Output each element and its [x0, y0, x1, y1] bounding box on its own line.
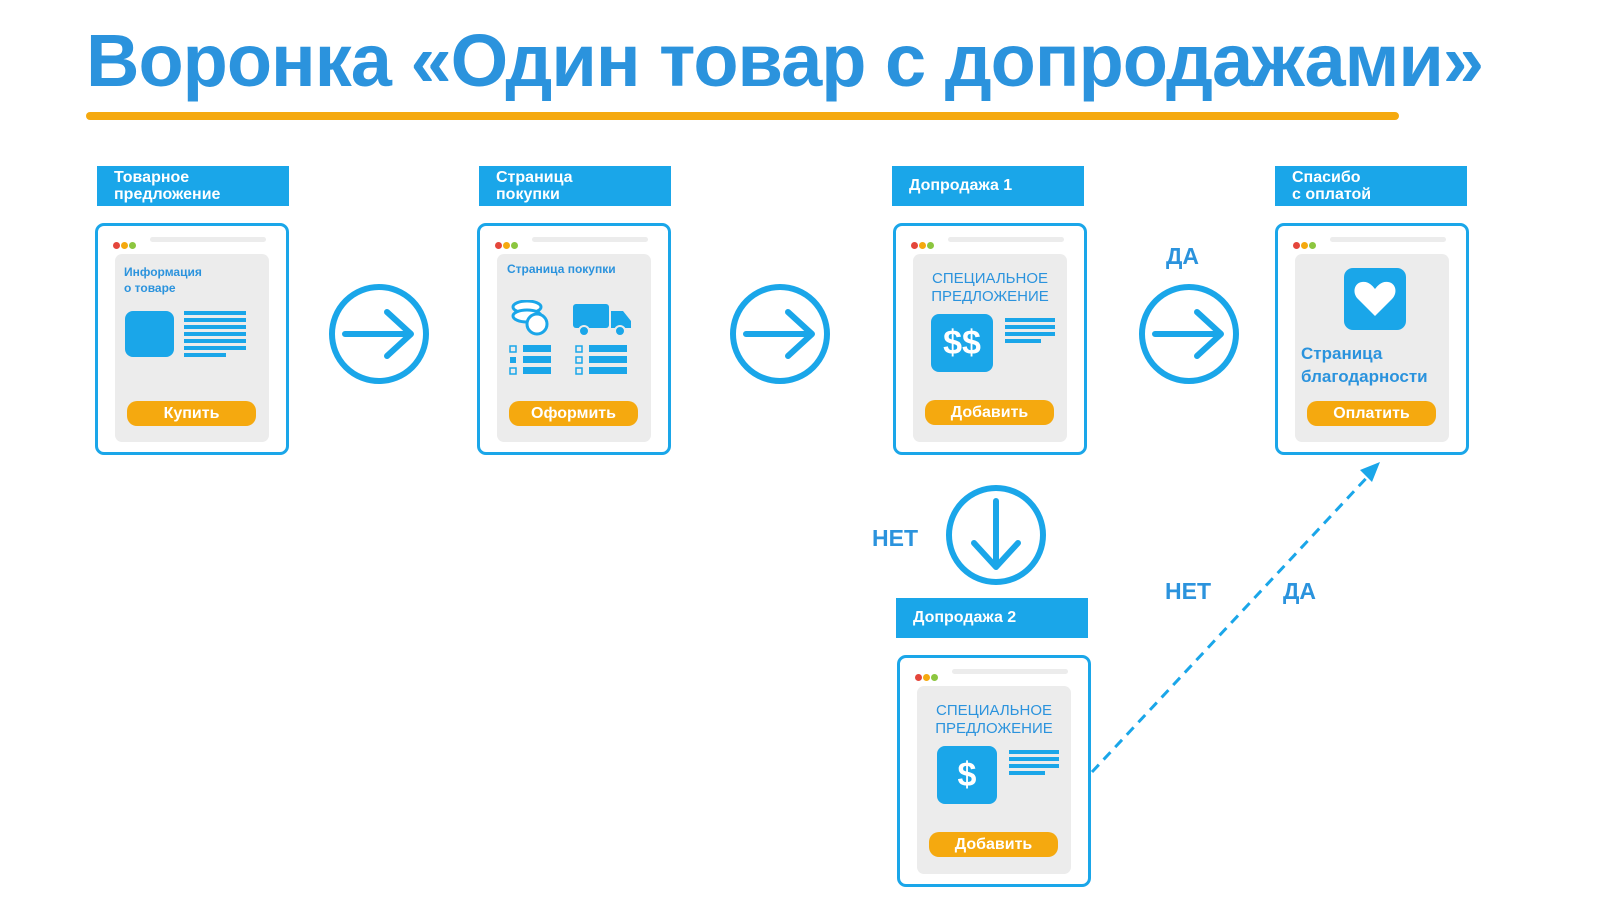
browser-window-upsell-1: СПЕЦИАЛЬНОЕ ПРЕДЛОЖЕНИЕ $$ Добавить: [893, 223, 1087, 455]
product-info-text: Информация о товаре: [124, 265, 202, 295]
no-label-diagonal: НЕТ: [1165, 578, 1211, 604]
step-label-upsell-1: Допродажа 1: [892, 166, 1084, 206]
text-lines-icon: [184, 311, 246, 360]
page-title: Воронка «Один товар с допродажами»: [86, 19, 1484, 102]
window-dots-icon: [495, 236, 519, 254]
window-dots-icon: [911, 236, 935, 254]
text-lines-icon: [1009, 750, 1059, 778]
title-underline: [86, 112, 1399, 120]
checkbox-list-icon: [575, 345, 627, 375]
page-panel: СПЕЦИАЛЬНОЕ ПРЕДЛОЖЕНИЕ $ Добавить: [917, 686, 1071, 874]
address-bar: [150, 237, 266, 242]
yes-label: ДА: [1166, 243, 1199, 269]
arrow-down-circle-icon: [946, 485, 1046, 585]
delivery-truck-icon: [573, 304, 631, 337]
dollar-icon: $: [937, 746, 997, 804]
text-lines-icon: [1005, 318, 1055, 346]
coins-icon: [511, 300, 549, 336]
yes-label-diagonal: ДА: [1283, 578, 1316, 604]
thank-you-page-text: Страница благодарности: [1301, 344, 1428, 386]
special-offer-text: СПЕЦИАЛЬНОЕ ПРЕДЛОЖЕНИЕ: [935, 702, 1053, 737]
window-dots-icon: [113, 236, 137, 254]
dashed-arrow-icon: [1090, 462, 1380, 774]
window-dots-icon: [915, 668, 939, 686]
buy-button[interactable]: Купить: [127, 401, 256, 426]
step-label-thank-you: Спасибо с оплатой: [1275, 166, 1467, 206]
step-label-purchase-page: Страница покупки: [479, 166, 671, 206]
address-bar: [532, 237, 648, 242]
double-dollar-icon: $$: [931, 314, 993, 372]
browser-window-product-offer: Информация о товаре Купить: [95, 223, 289, 455]
pay-button[interactable]: Оплатить: [1307, 401, 1436, 426]
add-upsell-1-button[interactable]: Добавить: [925, 400, 1054, 425]
browser-window-purchase-page: Страница покупки Оформи: [477, 223, 671, 455]
checkout-button[interactable]: Оформить: [509, 401, 638, 426]
arrow-right-circle-icon: [329, 284, 429, 384]
arrow-right-circle-icon: [1139, 284, 1239, 384]
special-offer-text: СПЕЦИАЛЬНОЕ ПРЕДЛОЖЕНИЕ: [931, 270, 1049, 305]
checkbox-list-icon: [509, 345, 551, 375]
window-dots-icon: [1293, 236, 1317, 254]
browser-window-upsell-2: СПЕЦИАЛЬНОЕ ПРЕДЛОЖЕНИЕ $ Добавить: [897, 655, 1091, 887]
page-panel: СПЕЦИАЛЬНОЕ ПРЕДЛОЖЕНИЕ $$ Добавить: [913, 254, 1067, 442]
purchase-page-text: Страница покупки: [507, 262, 616, 276]
arrow-right-circle-icon: [730, 284, 830, 384]
browser-window-thank-you: Страница благодарности Оплатить: [1275, 223, 1469, 455]
step-label-upsell-2: Допродажа 2: [896, 598, 1088, 638]
address-bar: [948, 237, 1064, 242]
page-panel: Страница благодарности Оплатить: [1295, 254, 1449, 442]
no-label: НЕТ: [872, 525, 918, 551]
page-panel: Информация о товаре Купить: [115, 254, 269, 442]
address-bar: [952, 669, 1068, 674]
page-panel: Страница покупки Оформи: [497, 254, 651, 442]
address-bar: [1330, 237, 1446, 242]
add-upsell-2-button[interactable]: Добавить: [929, 832, 1058, 857]
product-image-icon: [125, 311, 174, 357]
heart-icon: [1344, 268, 1406, 330]
step-label-product-offer: Товарное предложение: [97, 166, 289, 206]
